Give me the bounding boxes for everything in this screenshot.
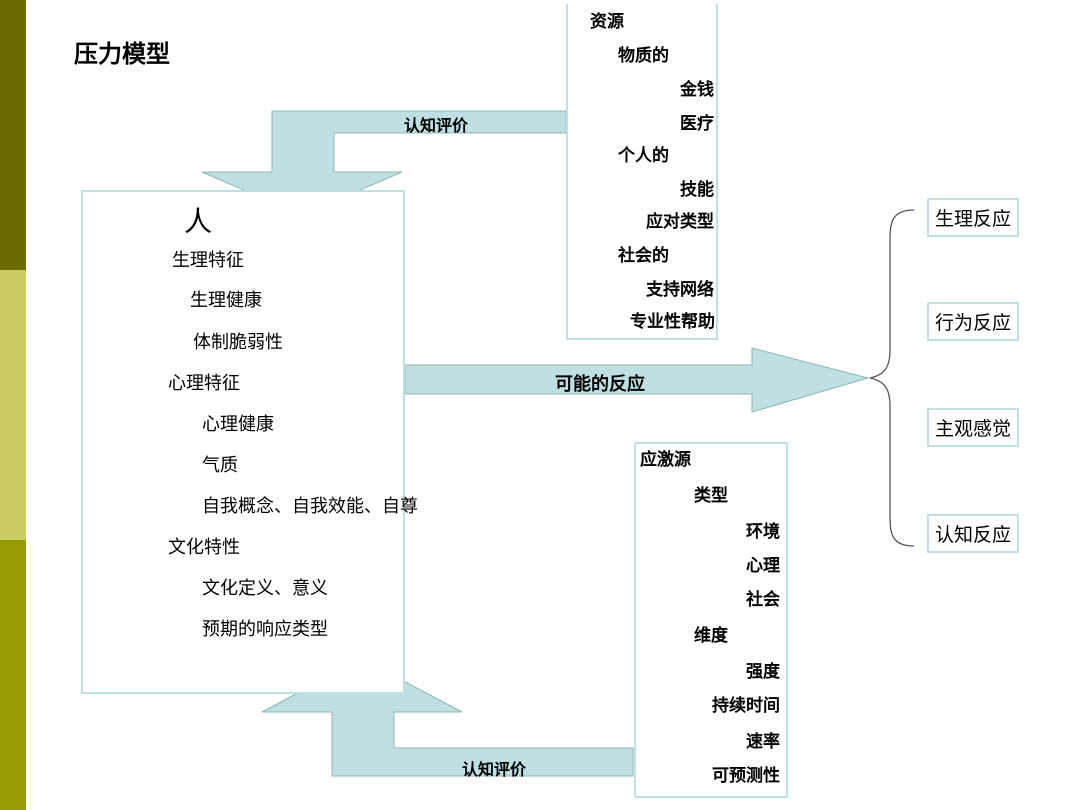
side-bar-dark [0,0,26,270]
person-item: 体制脆弱性 [193,332,283,353]
person-item: 文化特性 [168,537,240,558]
stressor-item: 社会 [746,590,780,610]
response-cognitive: 认知反应 [927,514,1020,553]
person-box [81,190,405,694]
stressors-box [634,442,788,798]
person-item: 生理健康 [190,290,262,311]
person-item: 气质 [202,455,238,476]
resource-item: 技能 [680,180,714,200]
resource-item: 物质的 [618,46,669,66]
arrow-top-label: 认知评价 [404,116,469,135]
arrow-middle-label: 可能的反应 [555,374,645,395]
page-title: 压力模型 [74,40,170,68]
stressor-item: 持续时间 [712,696,780,716]
person-item: 心理特征 [168,373,240,394]
stressor-item: 类型 [694,486,728,506]
stressor-item: 心理 [746,556,780,576]
resource-item: 个人的 [618,146,669,166]
resources-title: 资源 [590,12,624,32]
response-behavioral: 行为反应 [927,302,1020,341]
response-brace [869,209,915,547]
stressor-item: 速率 [746,732,780,752]
response-subjective: 主观感觉 [927,408,1020,447]
resource-item: 应对类型 [646,212,714,232]
arrow-bottom-label: 认知评价 [462,760,527,779]
stressor-item: 维度 [694,626,728,646]
person-item: 预期的响应类型 [202,619,328,640]
stressor-item: 环境 [746,522,780,542]
stressor-item: 可预测性 [712,766,780,786]
person-item: 文化定义、意义 [202,578,328,599]
resource-item: 支持网络 [646,280,714,300]
person-heading: 人 [184,205,213,238]
arrow-middle [404,347,870,413]
person-item: 自我概念、自我效能、自尊 [202,496,418,517]
resource-item: 金钱 [680,80,714,100]
resource-item: 社会的 [618,246,669,266]
response-physiological: 生理反应 [927,198,1020,237]
resource-item: 医疗 [680,114,714,134]
side-bar-mid [0,540,26,810]
resources-box [566,4,718,340]
side-bar-light [0,270,26,540]
resource-item: 专业性帮助 [630,312,715,332]
stressor-item: 强度 [746,662,780,682]
person-item: 心理健康 [202,414,274,435]
stressors-title: 应激源 [640,450,691,470]
person-item: 生理特征 [172,250,244,271]
